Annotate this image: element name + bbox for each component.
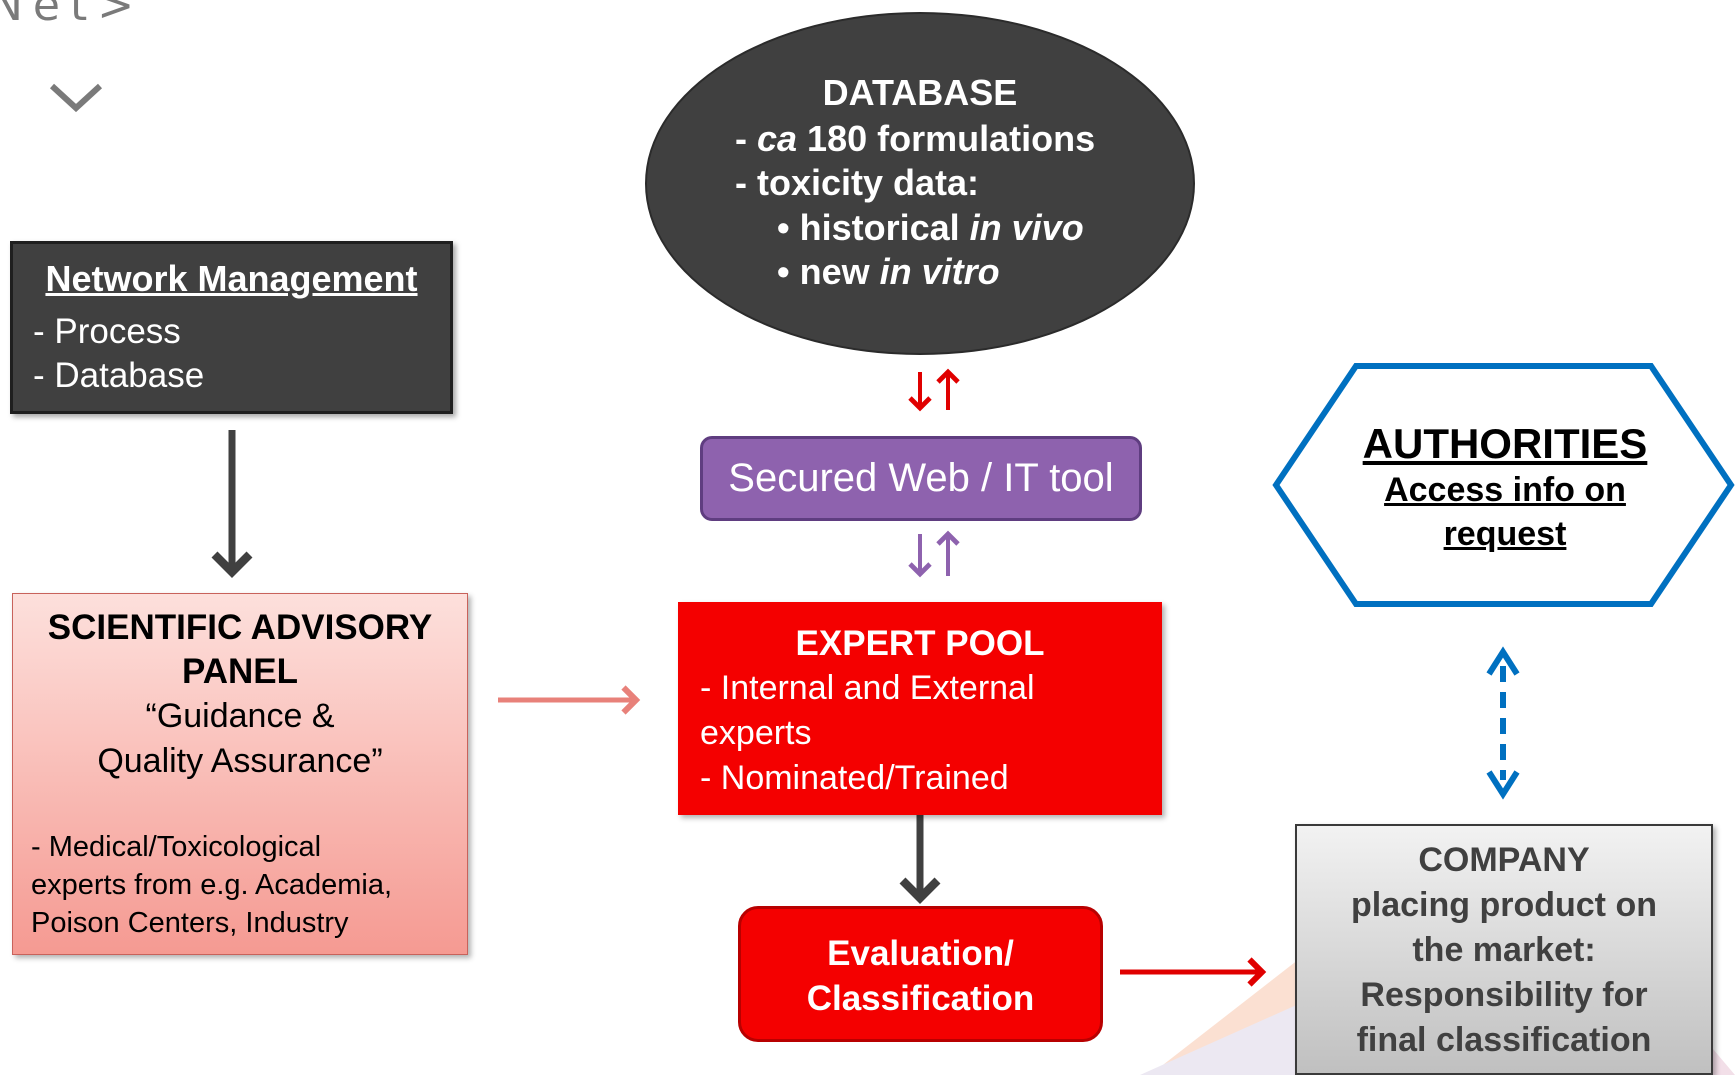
company-line: Responsibility for <box>1360 976 1648 1014</box>
chevron-down-icon[interactable] <box>48 82 104 114</box>
arrowhead-down-blue <box>1486 770 1520 800</box>
panel-quote-line: Quality Assurance” <box>97 742 383 780</box>
expert-pool-title: EXPERT POOL <box>795 624 1045 663</box>
expert-pool-detail-line: - Nominated/Trained <box>700 759 1009 797</box>
company-line: COMPANY <box>1418 841 1590 879</box>
database-title: DATABASE <box>822 72 1018 113</box>
authorities-hexagon <box>1272 363 1735 607</box>
company-line: final classification <box>1356 1021 1652 1059</box>
authorities-subtitle-line: Access info on <box>1384 471 1626 509</box>
database-bullet-in-vitro: • new in vitro <box>777 251 1000 292</box>
panel-title-line: SCIENTIFIC ADVISORY <box>47 608 433 647</box>
evaluation-line: Classification <box>806 979 1035 1018</box>
company-box: COMPANY placing product on the market: R… <box>1295 824 1713 1075</box>
network-management-title: Network Management <box>45 258 418 299</box>
expert-pool-box: EXPERT POOL - Internal and External expe… <box>678 602 1162 815</box>
arrowhead-up-blue <box>1486 646 1520 676</box>
company-line: the market: <box>1412 931 1596 969</box>
network-management-item: - Process <box>33 312 181 351</box>
database-line-toxicity: - toxicity data: <box>735 162 980 203</box>
panel-detail-line: Poison Centers, Industry <box>31 907 349 939</box>
company-line: placing product on <box>1351 886 1657 924</box>
panel-detail-line: experts from e.g. Academia, <box>31 869 393 901</box>
database-ellipse: DATABASE - ca 180 formulations - toxicit… <box>645 12 1195 355</box>
panel-detail-line: - Medical/Toxicological <box>31 831 322 863</box>
evaluation-classification-box: Evaluation/ Classification <box>738 906 1103 1042</box>
expert-pool-detail-line: experts <box>700 714 812 752</box>
authorities-text: AUTHORITIES Access info on request <box>1310 420 1700 556</box>
authorities-title: AUTHORITIES <box>1362 420 1648 467</box>
network-management-box: Network Management - Process - Database <box>10 241 453 414</box>
brand-logo: Net> <box>0 0 145 31</box>
database-bullet-in-vivo: • historical in vivo <box>777 207 1084 248</box>
evaluation-line: Evaluation/ <box>827 934 1014 973</box>
authorities-subtitle-line: request <box>1443 515 1567 553</box>
secured-web-tool-box: Secured Web / IT tool <box>700 436 1142 521</box>
panel-quote-line: “Guidance & <box>145 697 335 735</box>
panel-title-line: PANEL <box>181 652 299 691</box>
network-management-item: - Database <box>33 356 205 395</box>
expert-pool-detail-line: - Internal and External <box>700 669 1035 707</box>
scientific-advisory-panel-box: SCIENTIFIC ADVISORY PANEL “Guidance & Qu… <box>12 593 468 955</box>
database-line-formulations: - ca 180 formulations <box>735 118 1096 159</box>
